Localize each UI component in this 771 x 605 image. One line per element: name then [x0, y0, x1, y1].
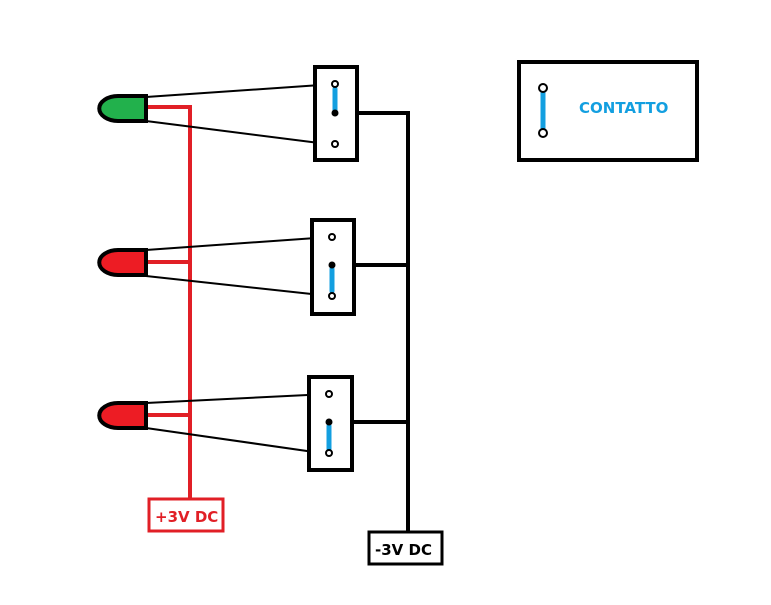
svg-text:-3V DC: -3V DC	[375, 541, 432, 559]
legend-box: CONTATTO	[517, 60, 699, 162]
led-row-2	[97, 218, 356, 316]
positive-supply-label: +3V DC	[147, 497, 225, 533]
led-red-icon	[97, 401, 148, 430]
negative-bus	[328, 111, 410, 536]
led-green-icon	[97, 94, 148, 123]
positive-bus	[146, 105, 192, 498]
led-row-1	[97, 65, 359, 162]
led-red-icon	[97, 248, 148, 277]
legend-label: CONTATTO	[579, 99, 668, 117]
negative-supply-label: -3V DC	[367, 530, 444, 566]
svg-text:+3V DC: +3V DC	[155, 508, 218, 526]
led-row-3	[97, 375, 354, 472]
